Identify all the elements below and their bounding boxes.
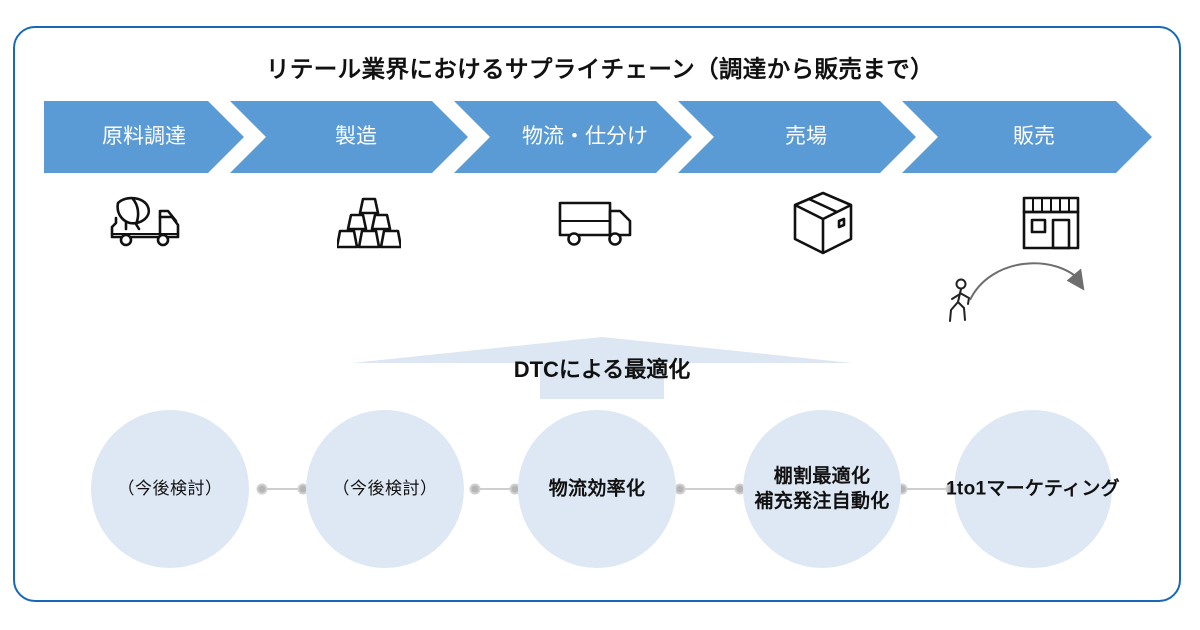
page-title: リテール業界におけるサプライチェーン（調達から販売まで）: [265, 56, 935, 82]
delivery-truck-icon: [550, 188, 640, 258]
chevron-separator-1: [208, 101, 266, 173]
optimization-node-3[interactable]: 棚割最適化 補充発注自動化: [743, 410, 901, 568]
dtc-arrow-path: [352, 337, 852, 399]
gold-bars-icon: [324, 188, 414, 258]
optimization-node-0[interactable]: （今後検討）: [91, 410, 249, 568]
optimization-node-4-label: 1to1マーケティング: [946, 478, 1120, 500]
optimization-node-1[interactable]: （今後検討）: [306, 410, 464, 568]
storefront-icon: [1006, 188, 1096, 258]
optimization-node-0-label: （今後検討）: [117, 478, 223, 498]
chevron-separator-3: [656, 101, 714, 173]
optimization-node-1-label: （今後検討）: [332, 478, 438, 498]
dtc-banner-shape: [352, 337, 852, 399]
chevron-separator-2: [432, 101, 490, 173]
cardboard-box-icon: [778, 188, 868, 258]
stage-icon-row: [44, 188, 1152, 258]
supply-chain-stage-band: [44, 101, 1152, 173]
chevron-separators: [208, 101, 938, 173]
stage-band-svg: [44, 101, 1152, 173]
connector-dot-2a: [469, 483, 481, 495]
dtc-banner-label: DTCによる最適化: [513, 357, 691, 382]
band-body: [44, 101, 1152, 173]
optimization-node-3-label: 棚割最適化 補充発注自動化: [754, 465, 890, 512]
optimization-node-4[interactable]: 1to1マーケティング: [946, 410, 1120, 568]
connector-dot-1a: [256, 483, 268, 495]
curved-arrow-icon: [968, 252, 1098, 306]
optimization-node-2[interactable]: 物流効率化: [518, 410, 676, 568]
optimization-node-row: （今後検討） （今後検討） 物流効率化 棚割最適化 補充発注自動化 1to1マー…: [0, 400, 1200, 590]
cement-mixer-truck-icon: [100, 188, 190, 258]
optimization-node-2-label: 物流効率化: [548, 478, 646, 500]
connector-dot-3a: [674, 483, 686, 495]
walking-person-icon: [944, 278, 978, 324]
chevron-separator-4: [880, 101, 938, 173]
